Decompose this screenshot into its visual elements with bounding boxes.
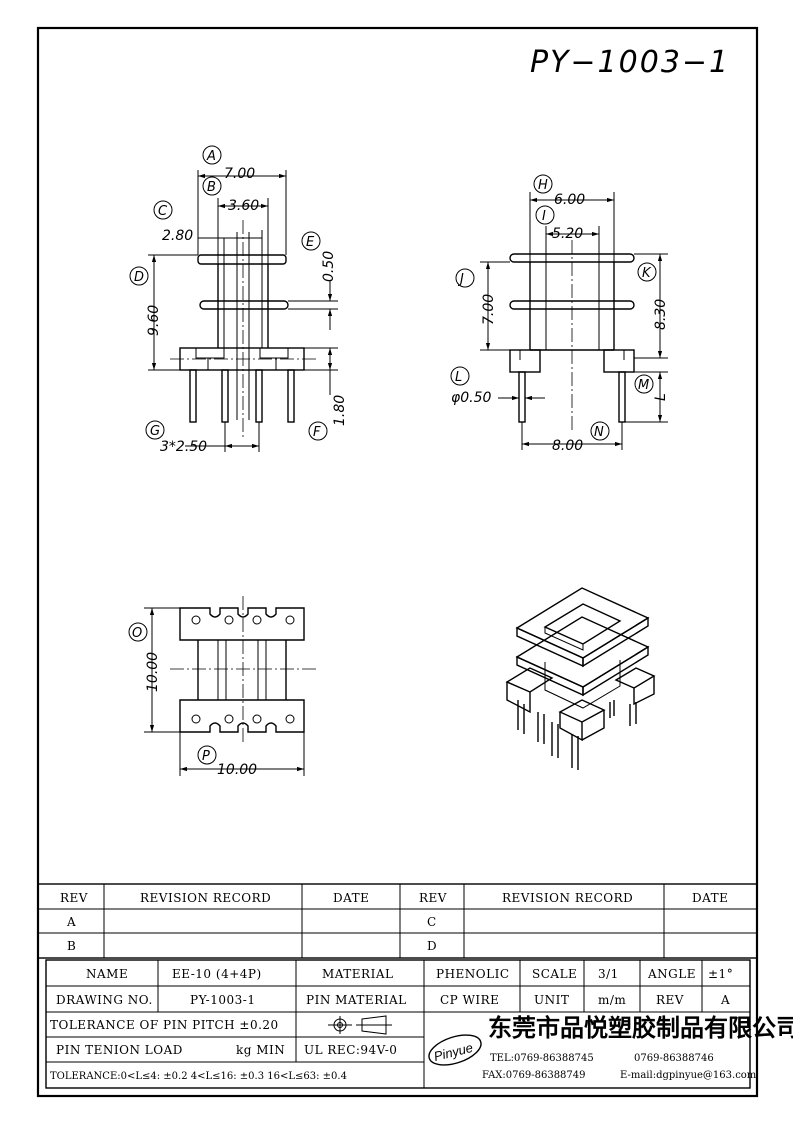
marker-k: K <box>637 262 657 282</box>
svg-text:G: G <box>150 424 160 439</box>
rev-header-left: REV <box>60 891 88 905</box>
material-value: PHENOLIC <box>436 967 510 981</box>
rev-row-a: A <box>66 915 76 929</box>
pin-load-value: kg MIN <box>236 1043 285 1057</box>
tolerance-ranges: TOLERANCE:0<L≤4: ±0.2 4<L≤16: ±0.3 16<L≤… <box>50 1071 347 1082</box>
tolerance-pitch: TOLERANCE OF PIN PITCH ±0.20 <box>50 1018 279 1032</box>
marker-p: P <box>197 745 217 765</box>
marker-i: I <box>535 205 555 225</box>
marker-b: B <box>202 176 222 196</box>
name-value: EE-10 (4+4P) <box>172 967 262 981</box>
ul-rec: UL REC:94V-0 <box>304 1043 397 1057</box>
marker-g: G <box>145 420 165 440</box>
marker-e: E <box>301 231 321 251</box>
dim-j-value: 7.00 <box>481 294 497 325</box>
marker-h: H <box>533 174 553 194</box>
dim-k-value: 8.30 <box>653 299 669 330</box>
scale-value: 3/1 <box>598 967 619 981</box>
marker-a: A <box>202 145 222 165</box>
angle-label: ANGLE <box>647 967 696 981</box>
company-tel2: 0769-86388746 <box>634 1053 714 1064</box>
isometric-view <box>505 587 656 770</box>
svg-text:A: A <box>206 149 216 164</box>
dim-f-value: 1.80 <box>332 395 348 426</box>
front-view <box>148 170 338 452</box>
date-header-left: DATE <box>333 891 369 905</box>
svg-text:M: M <box>638 378 649 393</box>
company-fax: FAX:0769-86388749 <box>482 1070 586 1081</box>
dim-a-value: 7.00 <box>224 166 255 182</box>
drawing-no-value: PY-1003-1 <box>190 993 255 1007</box>
svg-text:B: B <box>207 180 216 195</box>
svg-text:E: E <box>306 235 315 250</box>
dim-p-value: 10.00 <box>217 762 257 778</box>
svg-text:C: C <box>158 204 168 219</box>
marker-m: M <box>634 374 654 394</box>
drawing-no-label: DRAWING NO. <box>56 993 153 1007</box>
svg-text:L: L <box>455 370 462 385</box>
marker-n: N <box>590 421 610 441</box>
dim-m-value: L <box>653 393 669 401</box>
dim-i-value: 5.20 <box>552 226 583 242</box>
svg-text:N: N <box>594 425 604 440</box>
marker-j: J <box>455 268 475 288</box>
pin-material-label: PIN MATERIAL <box>306 993 407 1007</box>
dim-b-value: 3.60 <box>228 198 259 214</box>
marker-c: C <box>153 200 173 220</box>
material-label: MATERIAL <box>322 967 393 981</box>
unit-value: m/m <box>598 993 626 1007</box>
side-view <box>480 192 668 450</box>
revision-table <box>37 883 758 959</box>
svg-text:D: D <box>134 270 144 285</box>
pin-load-label: PIN TENION LOAD <box>56 1043 183 1057</box>
svg-text:F: F <box>313 425 321 440</box>
drawing-title: PY−1003−1 <box>530 45 730 80</box>
record-header-right: REVISION RECORD <box>502 891 633 905</box>
scale-label: SCALE <box>532 967 577 981</box>
marker-d: D <box>129 266 149 286</box>
dim-o-value: 10.00 <box>145 652 161 692</box>
rev-value: A <box>720 993 730 1007</box>
rev-row-c: C <box>427 915 437 929</box>
company-tel: TEL:0769-86388745 <box>490 1053 594 1064</box>
rev-row-b: B <box>67 939 76 953</box>
rev-row-d: D <box>427 939 437 953</box>
pin-material-value: CP WIRE <box>440 993 499 1007</box>
dim-d-value: 9.60 <box>146 305 162 336</box>
record-header-left: REVISION RECORD <box>140 891 271 905</box>
svg-text:H: H <box>538 178 548 193</box>
name-label: NAME <box>86 967 128 981</box>
dim-e-value: 0.50 <box>321 251 337 282</box>
bottom-view <box>144 596 316 776</box>
rev-header-right: REV <box>419 891 447 905</box>
angle-value: ±1° <box>708 967 733 981</box>
svg-text:O: O <box>132 626 142 641</box>
sheet-border <box>36 26 759 1098</box>
dim-l-value: φ0.50 <box>451 390 492 406</box>
rev-label: REV <box>656 993 684 1007</box>
pinyue-logo: Pinyue <box>428 1034 482 1066</box>
dim-n-value: 8.00 <box>552 438 583 454</box>
dim-h-value: 6.00 <box>554 192 585 208</box>
svg-text:J: J <box>457 272 464 287</box>
date-header-right: DATE <box>692 891 728 905</box>
company-email: E-mail:dgpinyue@163.com <box>620 1070 757 1081</box>
svg-text:I: I <box>542 209 546 224</box>
dim-g-value: 3*2.50 <box>160 439 207 455</box>
marker-l: L <box>450 366 470 386</box>
company-name: 东莞市品悦塑胶制品有限公司 <box>488 1013 793 1042</box>
svg-text:K: K <box>642 266 652 281</box>
unit-label: UNIT <box>534 993 569 1007</box>
marker-f: F <box>308 421 328 441</box>
dim-c-value: 2.80 <box>162 228 193 244</box>
svg-text:P: P <box>202 749 210 764</box>
marker-o: O <box>128 622 148 642</box>
projection-symbol-icon <box>328 1015 392 1035</box>
